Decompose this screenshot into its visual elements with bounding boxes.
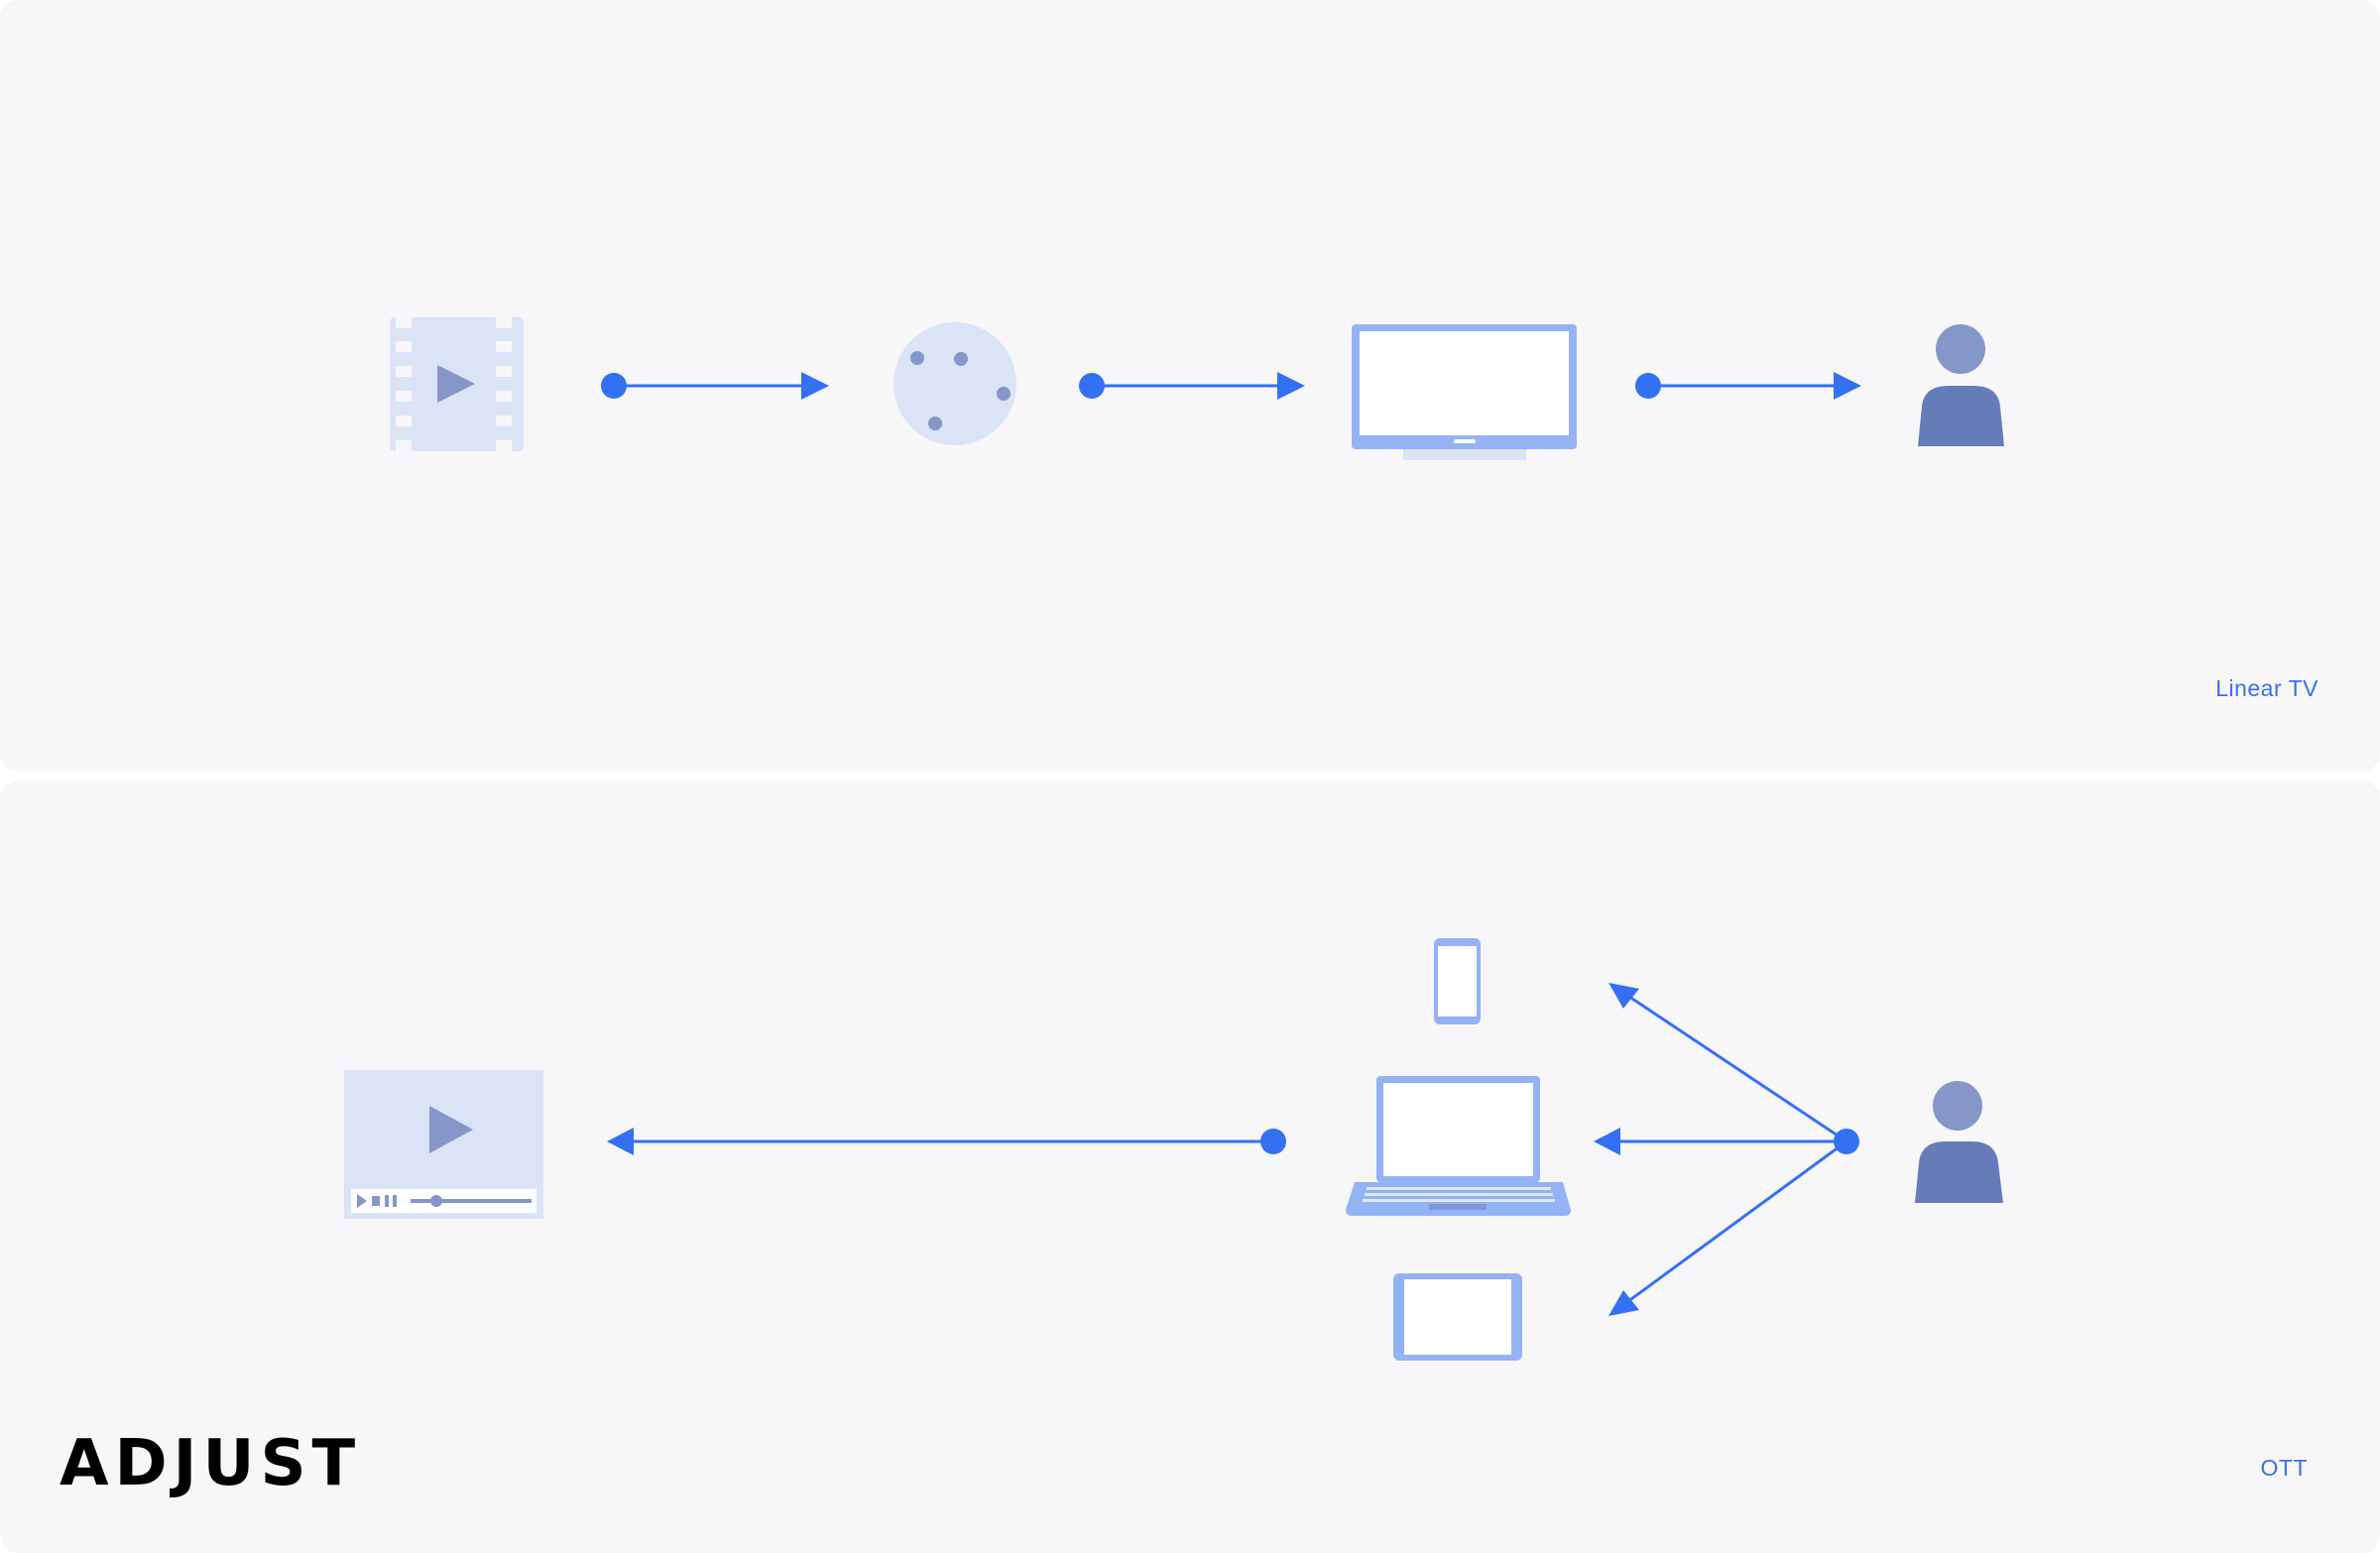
arrow-device-to-content <box>607 1128 1286 1155</box>
laptop-icon <box>1346 1076 1571 1216</box>
video-player-icon <box>344 1070 543 1219</box>
film-icon <box>390 317 524 451</box>
adjust-logo: ADJUST <box>60 1427 362 1500</box>
phone-icon <box>1434 938 1481 1024</box>
globe-icon <box>893 322 1016 451</box>
person-icon <box>1915 1081 2003 1203</box>
arrow-film-to-broadcast <box>601 372 829 400</box>
arrow-broadcast-to-tv <box>1079 372 1305 400</box>
arrow-tv-to-viewer <box>1635 372 1861 400</box>
tv-icon <box>1352 324 1577 460</box>
tablet-icon <box>1393 1273 1522 1361</box>
linear-tv-label: Linear TV <box>2215 675 2319 701</box>
arrows-viewer-to-devices <box>1594 983 1859 1316</box>
ott-label: OTT <box>2260 1455 2308 1481</box>
person-icon <box>1918 324 2004 446</box>
